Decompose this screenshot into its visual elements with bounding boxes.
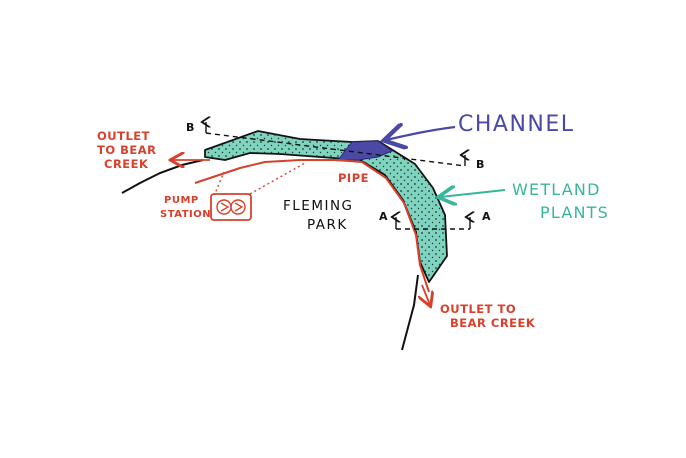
pump-label-line1: PUMP — [164, 195, 199, 206]
wetland-plants-texture — [205, 131, 447, 282]
outlet-right-line1: OUTLET TO — [440, 302, 516, 316]
outlet-left-line3: CREEK — [104, 157, 149, 171]
outlet-left-line1: OUTLET — [97, 129, 150, 143]
outlet-arrow-right — [422, 284, 430, 305]
channel-label: CHANNEL — [458, 112, 575, 137]
pipe-line — [194, 159, 430, 293]
section-b-right-label: B — [476, 158, 484, 171]
section-a-right-label: A — [482, 210, 491, 223]
wetland-label-line1: WETLAND — [512, 180, 601, 199]
park-label-line2: PARK — [307, 217, 348, 233]
pipe-label: PIPE — [338, 171, 369, 185]
outlet-left-line2: TO BEAR — [97, 143, 157, 157]
section-a-left-label: A — [379, 210, 388, 223]
pump-label-line2: STATION — [160, 209, 211, 220]
park-label-line1: FLEMING — [283, 198, 354, 214]
section-line-b — [205, 132, 466, 167]
wetland-callout-arrow — [440, 190, 506, 197]
creek-bank-left — [121, 159, 204, 194]
section-b-left-label: B — [186, 121, 194, 134]
creek-bank-right — [401, 274, 419, 351]
pump-dotted-right — [249, 162, 306, 195]
outlet-right-line2: BEAR CREEK — [450, 316, 536, 330]
channel-callout-arrow — [386, 127, 456, 140]
pump-dotted-left — [213, 171, 225, 197]
wetland-label-line2: PLANTS — [540, 203, 609, 222]
